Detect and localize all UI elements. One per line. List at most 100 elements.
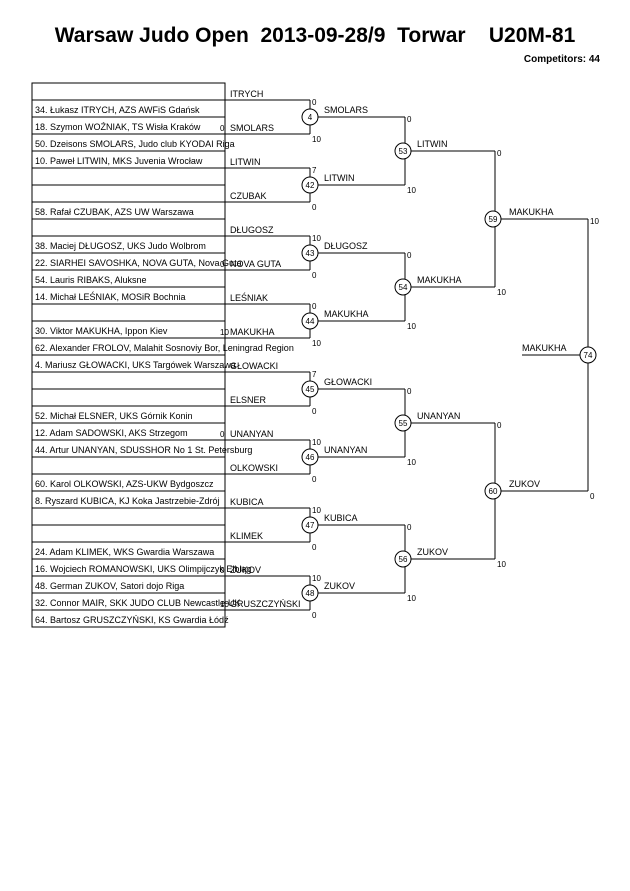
score: 0 [497, 149, 502, 158]
match-number-circle [301, 176, 319, 194]
match-number-circle-number: 42 [306, 181, 315, 190]
match-number-circle [394, 142, 412, 160]
score: 10 [407, 322, 416, 331]
match-number-circle-number: 74 [584, 351, 593, 360]
score: 10 [407, 594, 416, 603]
competitor-name: 34. Łukasz ITRYCH, AZS AWFiS Gdańsk [35, 105, 200, 115]
score: 0 [407, 387, 412, 396]
competitor-name: 48. German ZUKOV, Satori dojo Riga [35, 581, 184, 591]
score: 0 [312, 203, 317, 212]
match-number-circle-number: 53 [399, 147, 408, 156]
winner-name: MAKUKHA [324, 309, 369, 319]
competitor-slot [31, 524, 226, 543]
winner-name: UNANYAN [324, 445, 367, 455]
score: 0 [312, 611, 317, 620]
match-number-circle [301, 108, 319, 126]
winner-name: MAKUKHA [417, 275, 462, 285]
competitor-name: 22. SIARHEI SAVOSHKA, NOVA GUTA, Nova Gu… [35, 258, 242, 268]
competitor-name: 4. Mariusz GŁOWACKI, UKS Targówek Warsza… [35, 360, 236, 370]
winner-name: LITWIN [417, 139, 448, 149]
match-number-circle-number: 4 [308, 113, 313, 122]
winner-name: ZUKOV [509, 479, 540, 489]
bracket-name: KUBICA [230, 497, 264, 507]
competitor-name: 58. Rafał CZUBAK, AZS UW Warszawa [35, 207, 194, 217]
match-number-circle [394, 278, 412, 296]
match-number-circle-number: 45 [306, 385, 315, 394]
match-number-circle-number: 59 [489, 215, 498, 224]
bracket-name: NOVA GUTA [230, 259, 281, 269]
competitor-name: 12. Adam SADOWSKI, AKS Strzegom [35, 428, 188, 438]
competitor-name: 16. Wojciech ROMANOWSKI, UKS Olimpijczyk… [35, 564, 251, 574]
score: 0 [407, 115, 412, 124]
match-number-circle [301, 516, 319, 534]
competitor-slot [31, 371, 226, 390]
score: 0 [312, 98, 317, 107]
competitor-name: 52. Michał ELSNER, UKS Górnik Konin [35, 411, 193, 421]
competitor-slot [31, 609, 226, 628]
competitor-name: 60. Karol OLKOWSKI, AZS-UKW Bydgoszcz [35, 479, 214, 489]
winner-name: GŁOWACKI [324, 377, 372, 387]
match-number-circle [301, 244, 319, 262]
bracket-name: ZUKOV [230, 565, 261, 575]
bracket-name: ELSNER [230, 395, 267, 405]
match-number-circle-number: 43 [306, 249, 315, 258]
match-number-circle [484, 210, 502, 228]
match-number-circle [301, 584, 319, 602]
competitor-name: 18. Szymon WOŹNIAK, TS Wisła Kraków [35, 122, 201, 132]
competitor-name: 38. Maciej DŁUGOSZ, UKS Judo Wolbrom [35, 241, 206, 251]
score: 10 [312, 506, 321, 515]
score: 0 [590, 492, 595, 501]
score: 0 [220, 124, 225, 133]
competitor-slot [31, 167, 226, 186]
score: 10 [312, 339, 321, 348]
bracket-name: LITWIN [230, 157, 261, 167]
bracket-name: LEŚNIAK [230, 292, 268, 303]
match-number-circle-number: 44 [306, 317, 315, 326]
match-number-circle [579, 346, 597, 364]
score: 10 [590, 217, 599, 226]
competitor-name: 24. Adam KLIMEK, WKS Gwardia Warszawa [35, 547, 214, 557]
score: 10 [312, 438, 321, 447]
competitor-name: 54. Lauris RIBAKS, Aluksne [35, 275, 147, 285]
score: 10 [497, 288, 506, 297]
competitor-slot [31, 507, 226, 526]
bracket-name: UNANYAN [230, 429, 273, 439]
score: 10 [312, 234, 321, 243]
score: 0 [407, 251, 412, 260]
competitors-count: Competitors: 44 [523, 54, 600, 65]
match-number-circle [394, 414, 412, 432]
score: 0 [312, 302, 317, 311]
score: 0 [407, 523, 412, 532]
competitor-name: 64. Bartosz GRUSZCZYŃSKI, KS Gwardia Łód… [35, 615, 229, 625]
competitor-slot [31, 82, 226, 101]
match-number-circle-number: 56 [399, 555, 408, 564]
bracket-name: GŁOWACKI [230, 361, 278, 371]
score: 0 [497, 421, 502, 430]
winner-name: MAKUKHA [509, 207, 554, 217]
winner-name: MAKUKHA [522, 343, 567, 353]
match-number-circle-number: 47 [306, 521, 315, 530]
competitor-name: 10. Paweł LITWIN, MKS Juvenia Wrocław [35, 156, 203, 166]
match-number-circle [301, 312, 319, 330]
score: 10 [312, 135, 321, 144]
score: 10 [312, 574, 321, 583]
score: 0 [312, 543, 317, 552]
competitor-name: 32. Connor MAIR, SKK JUDO CLUB Newcastle… [35, 598, 241, 608]
score: 10 [407, 186, 416, 195]
bracket-name: OLKOWSKI [230, 463, 278, 473]
competitor-slot [31, 456, 226, 475]
score: 0 [220, 566, 225, 575]
winner-name: ZUKOV [324, 581, 355, 591]
competitor-name: 14. Michał LEŚNIAK, MOSiR Bochnia [35, 291, 186, 302]
winner-name: KUBICA [324, 513, 358, 523]
competitor-name: 62. Alexander FROLOV, Malahit Sosnoviy B… [35, 343, 294, 353]
score: 10 [497, 560, 506, 569]
match-number-circle-number: 46 [306, 453, 315, 462]
bracket-name: GRUSZCZYŃSKI [230, 599, 301, 609]
score: 7 [312, 370, 317, 379]
score: 0 [312, 271, 317, 280]
competitor-slot [31, 184, 226, 203]
competitor-name: 50. Dzeisons SMOLARS, Judo club KYODAI R… [35, 139, 235, 149]
